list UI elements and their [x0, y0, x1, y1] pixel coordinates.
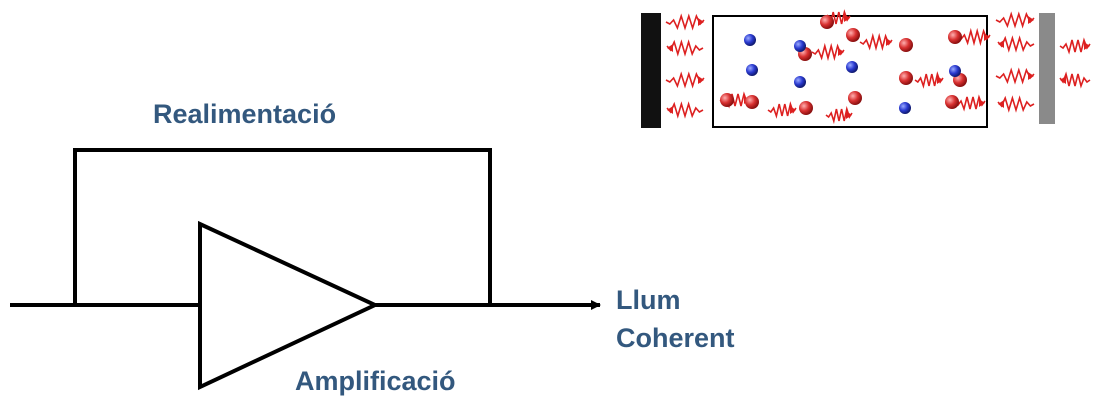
- photon: [859, 32, 893, 52]
- excited-atom: [799, 101, 813, 115]
- photon: [954, 94, 986, 112]
- ground-atom: [846, 61, 858, 73]
- photon: [825, 105, 853, 125]
- excited-atom: [846, 28, 860, 42]
- ground-atom: [746, 64, 758, 76]
- photon: [997, 35, 1035, 53]
- photon-waves: [665, 9, 1091, 125]
- feedback-label: Realimentació: [153, 99, 337, 129]
- excited-atom: [720, 93, 734, 107]
- photon: [666, 101, 704, 119]
- output-label-line2: Coherent: [616, 323, 735, 353]
- ground-atom: [744, 34, 756, 46]
- laser-cavity: [641, 9, 1091, 128]
- photon: [995, 11, 1035, 29]
- partial-mirror: [1039, 13, 1055, 124]
- photon: [995, 67, 1035, 85]
- photon: [997, 95, 1035, 113]
- photon: [1059, 71, 1091, 89]
- excited-atom: [899, 71, 913, 85]
- excited-atom: [848, 91, 862, 105]
- excited-atom: [745, 95, 759, 109]
- excited-atom: [948, 30, 962, 44]
- photon: [767, 101, 797, 119]
- ground-atom: [794, 40, 806, 52]
- photon: [957, 27, 991, 47]
- ground-atom: [949, 65, 961, 77]
- photon: [811, 42, 845, 62]
- feedback-loop: [73, 148, 492, 305]
- full-mirror: [641, 13, 661, 128]
- excited-atom: [899, 38, 913, 52]
- photon: [914, 71, 944, 89]
- amplifier-triangle: [198, 220, 380, 391]
- ground-atom: [899, 102, 911, 114]
- excited-atom: [945, 95, 959, 109]
- excited-atom: [820, 15, 834, 29]
- amplification-label: Amplificació: [295, 366, 456, 396]
- photon: [665, 71, 705, 89]
- photon: [1059, 37, 1091, 55]
- atoms: [720, 15, 967, 115]
- ground-atom: [794, 76, 806, 88]
- output-label-line1: Llum: [616, 285, 681, 315]
- photon: [666, 39, 704, 57]
- photon: [665, 13, 705, 31]
